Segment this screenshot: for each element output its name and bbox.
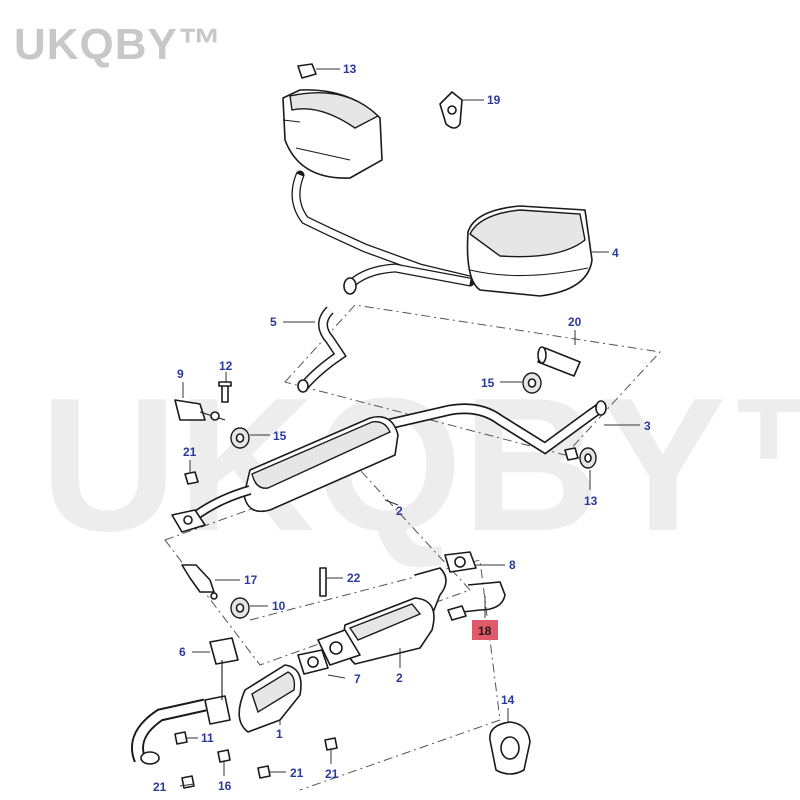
nut-part-21-upper[interactable] (184, 471, 199, 485)
bracket-part-17[interactable] (181, 564, 218, 600)
label-14: 14 (501, 693, 515, 707)
label-19: 19 (487, 93, 501, 107)
rear-silencer-assembly[interactable] (282, 89, 593, 297)
bracket-part-6[interactable] (209, 637, 239, 700)
label-17: 17 (244, 573, 258, 587)
label-10: 10 (272, 599, 286, 613)
leader-lines (179, 68, 640, 787)
nut-part-21-lower-left[interactable] (181, 775, 195, 789)
nut-part-21-lower-mid[interactable] (257, 765, 271, 779)
label-4: 4 (612, 246, 619, 260)
label-2: 2 (396, 671, 403, 685)
front-pipe-part-1[interactable] (131, 664, 302, 765)
label-13-top: 13 (343, 62, 357, 76)
mount-part-13-right[interactable] (564, 447, 597, 469)
label-5: 5 (270, 315, 277, 329)
gasket-part-8[interactable] (444, 551, 477, 573)
label-22: 22 (347, 571, 361, 585)
rubber-mount-part-15-left[interactable] (230, 427, 250, 449)
oxygen-sensor-part-18[interactable] (447, 581, 506, 621)
label-20: 20 (568, 315, 582, 329)
label-11: 11 (201, 731, 214, 745)
hanger-bracket-part-19[interactable] (439, 91, 463, 129)
label-2-center: 2 (396, 504, 403, 518)
sleeve-part-20[interactable] (537, 346, 581, 377)
label-7: 7 (354, 672, 361, 686)
rubber-mount-part-15-right[interactable] (522, 372, 542, 394)
label-21-lower-left: 21 (153, 780, 167, 794)
clamp-part-14[interactable] (489, 721, 531, 775)
label-12: 12 (219, 359, 233, 373)
rear-section-outline (284, 304, 662, 456)
label-1: 1 (276, 727, 283, 741)
label-3: 3 (644, 419, 651, 433)
catalytic-converter-part-2[interactable] (317, 567, 447, 666)
label-21-upper: 21 (183, 445, 197, 459)
nut-part-21-lower-right[interactable] (324, 737, 338, 751)
label-21-lower-mid: 21 (290, 766, 304, 780)
label-15-left: 15 (273, 429, 287, 443)
bracket-part-9[interactable] (174, 399, 226, 421)
watermark-logo-small: UKQBY™ (14, 20, 223, 69)
label-13-right: 13 (584, 494, 598, 508)
stud-part-22[interactable] (319, 567, 327, 597)
bolt-part-12[interactable] (218, 381, 232, 403)
nut-part-11[interactable] (174, 731, 188, 745)
bolt-part-16[interactable] (217, 749, 231, 763)
nut-part-13-top[interactable] (297, 63, 317, 79)
label-8: 8 (509, 558, 516, 572)
rubber-mount-part-10[interactable] (230, 597, 250, 619)
label-15-right: 15 (481, 376, 495, 390)
connecting-pipe-part-5[interactable] (297, 306, 347, 393)
label-9: 9 (177, 367, 184, 381)
label-18: 18 (478, 624, 492, 638)
watermark-logo-large: UKQBY™ (40, 359, 800, 571)
label-6: 6 (179, 645, 186, 659)
gasket-part-7[interactable] (297, 649, 329, 675)
highlight-box-part-18 (472, 620, 498, 640)
label-16: 16 (218, 779, 232, 793)
label-21-lower-right: 21 (325, 767, 339, 781)
part-labels: 13 19 4 5 20 15 9 12 15 3 21 13 2 8 17 2… (153, 62, 651, 794)
center-silencer-part-3[interactable] (171, 400, 607, 533)
